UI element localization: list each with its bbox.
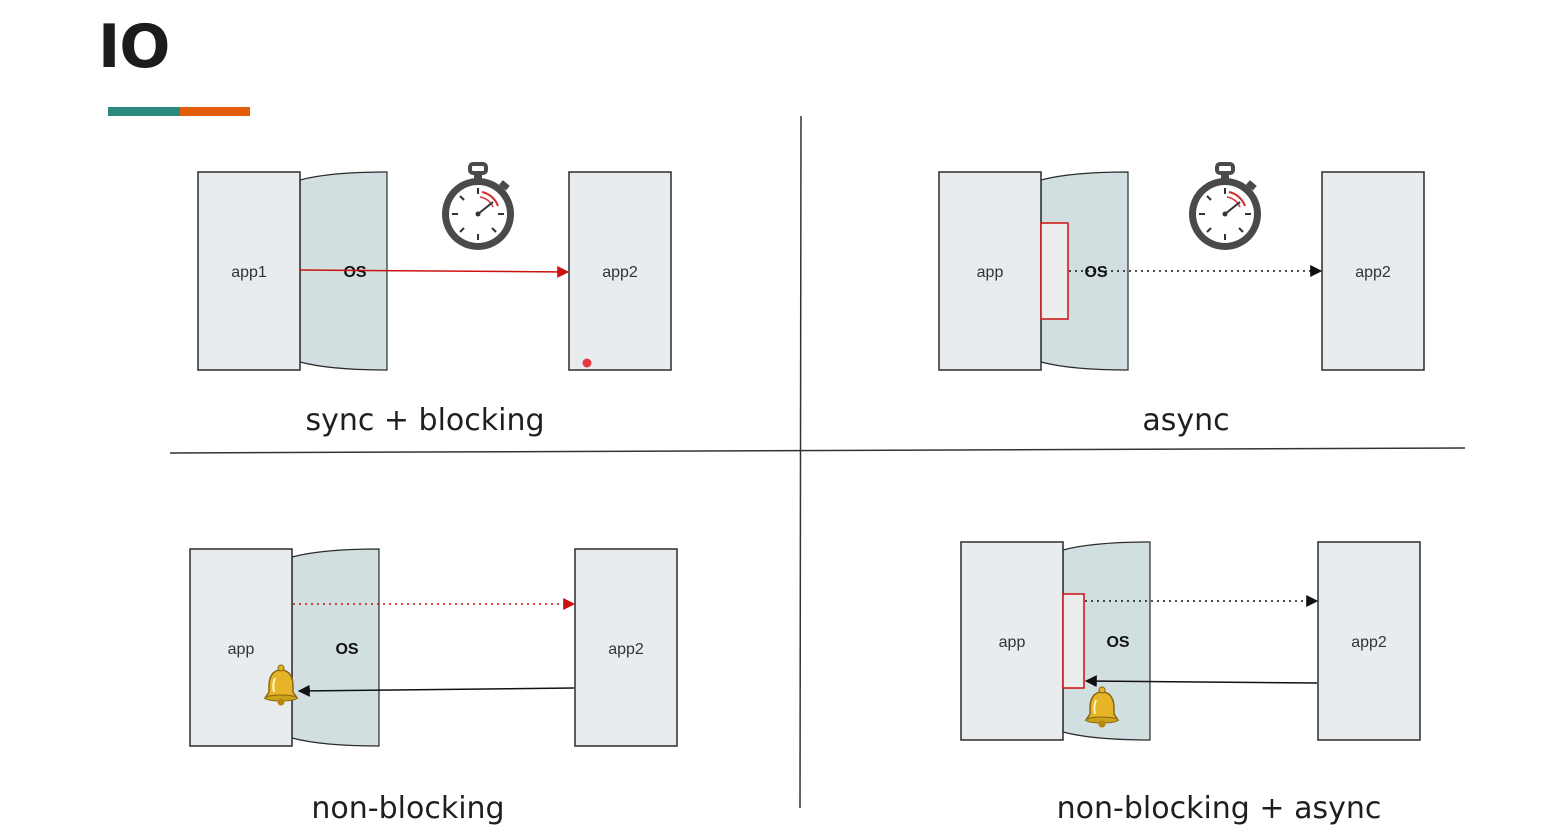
- quadrant-non-blocking-async: app OS app2 non-blocking + async: [960, 541, 1421, 826]
- app-label: app: [228, 641, 255, 658]
- title-accent-bar: [108, 107, 250, 116]
- target-label: app2: [1355, 264, 1391, 281]
- target-label: app2: [602, 264, 638, 281]
- notify-arrow: [1084, 675, 1318, 688]
- indicator-dot: [582, 358, 592, 368]
- slide-title: IO: [98, 12, 170, 82]
- target-label: app2: [1351, 634, 1387, 651]
- stopwatch-icon: [1187, 162, 1263, 252]
- app-box: [938, 171, 1042, 371]
- app-box: [189, 548, 293, 747]
- caption: sync + blocking: [305, 403, 544, 438]
- divider-vertical: [799, 115, 802, 809]
- app-label: app: [999, 634, 1026, 651]
- app-box: [960, 541, 1064, 741]
- os-label: OS: [1084, 264, 1107, 281]
- target-box: [1321, 171, 1425, 371]
- caption: non-blocking: [311, 791, 504, 826]
- target-box: [1317, 541, 1421, 741]
- quadrant-async: app OS app2 async: [938, 162, 1425, 438]
- os-region: [291, 548, 380, 747]
- quadrant-sync-blocking: app1 OS app2 sync + blocking: [197, 162, 672, 438]
- app-label: app1: [231, 264, 267, 281]
- os-label: OS: [335, 641, 358, 658]
- os-region: [1040, 171, 1129, 371]
- target-label: app2: [608, 641, 644, 658]
- accent-segment-orange: [180, 107, 250, 116]
- divider-horizontal: [169, 447, 1466, 454]
- os-region: [1062, 541, 1151, 741]
- accent-segment-teal: [108, 107, 180, 116]
- request-arrow: [299, 265, 570, 278]
- os-label: OS: [343, 264, 366, 281]
- app-box: [197, 171, 301, 371]
- app-label: app: [977, 264, 1004, 281]
- quadrant-non-blocking: app OS app2 non-blocking: [189, 548, 678, 826]
- notify-arrow: [297, 684, 575, 697]
- stopwatch-icon: [440, 162, 516, 252]
- caption: non-blocking + async: [1057, 791, 1382, 826]
- target-box: [574, 548, 678, 747]
- buffer-box: [1040, 222, 1069, 320]
- caption: async: [1142, 403, 1229, 438]
- os-label: OS: [1106, 634, 1129, 651]
- buffer-box: [1062, 593, 1085, 689]
